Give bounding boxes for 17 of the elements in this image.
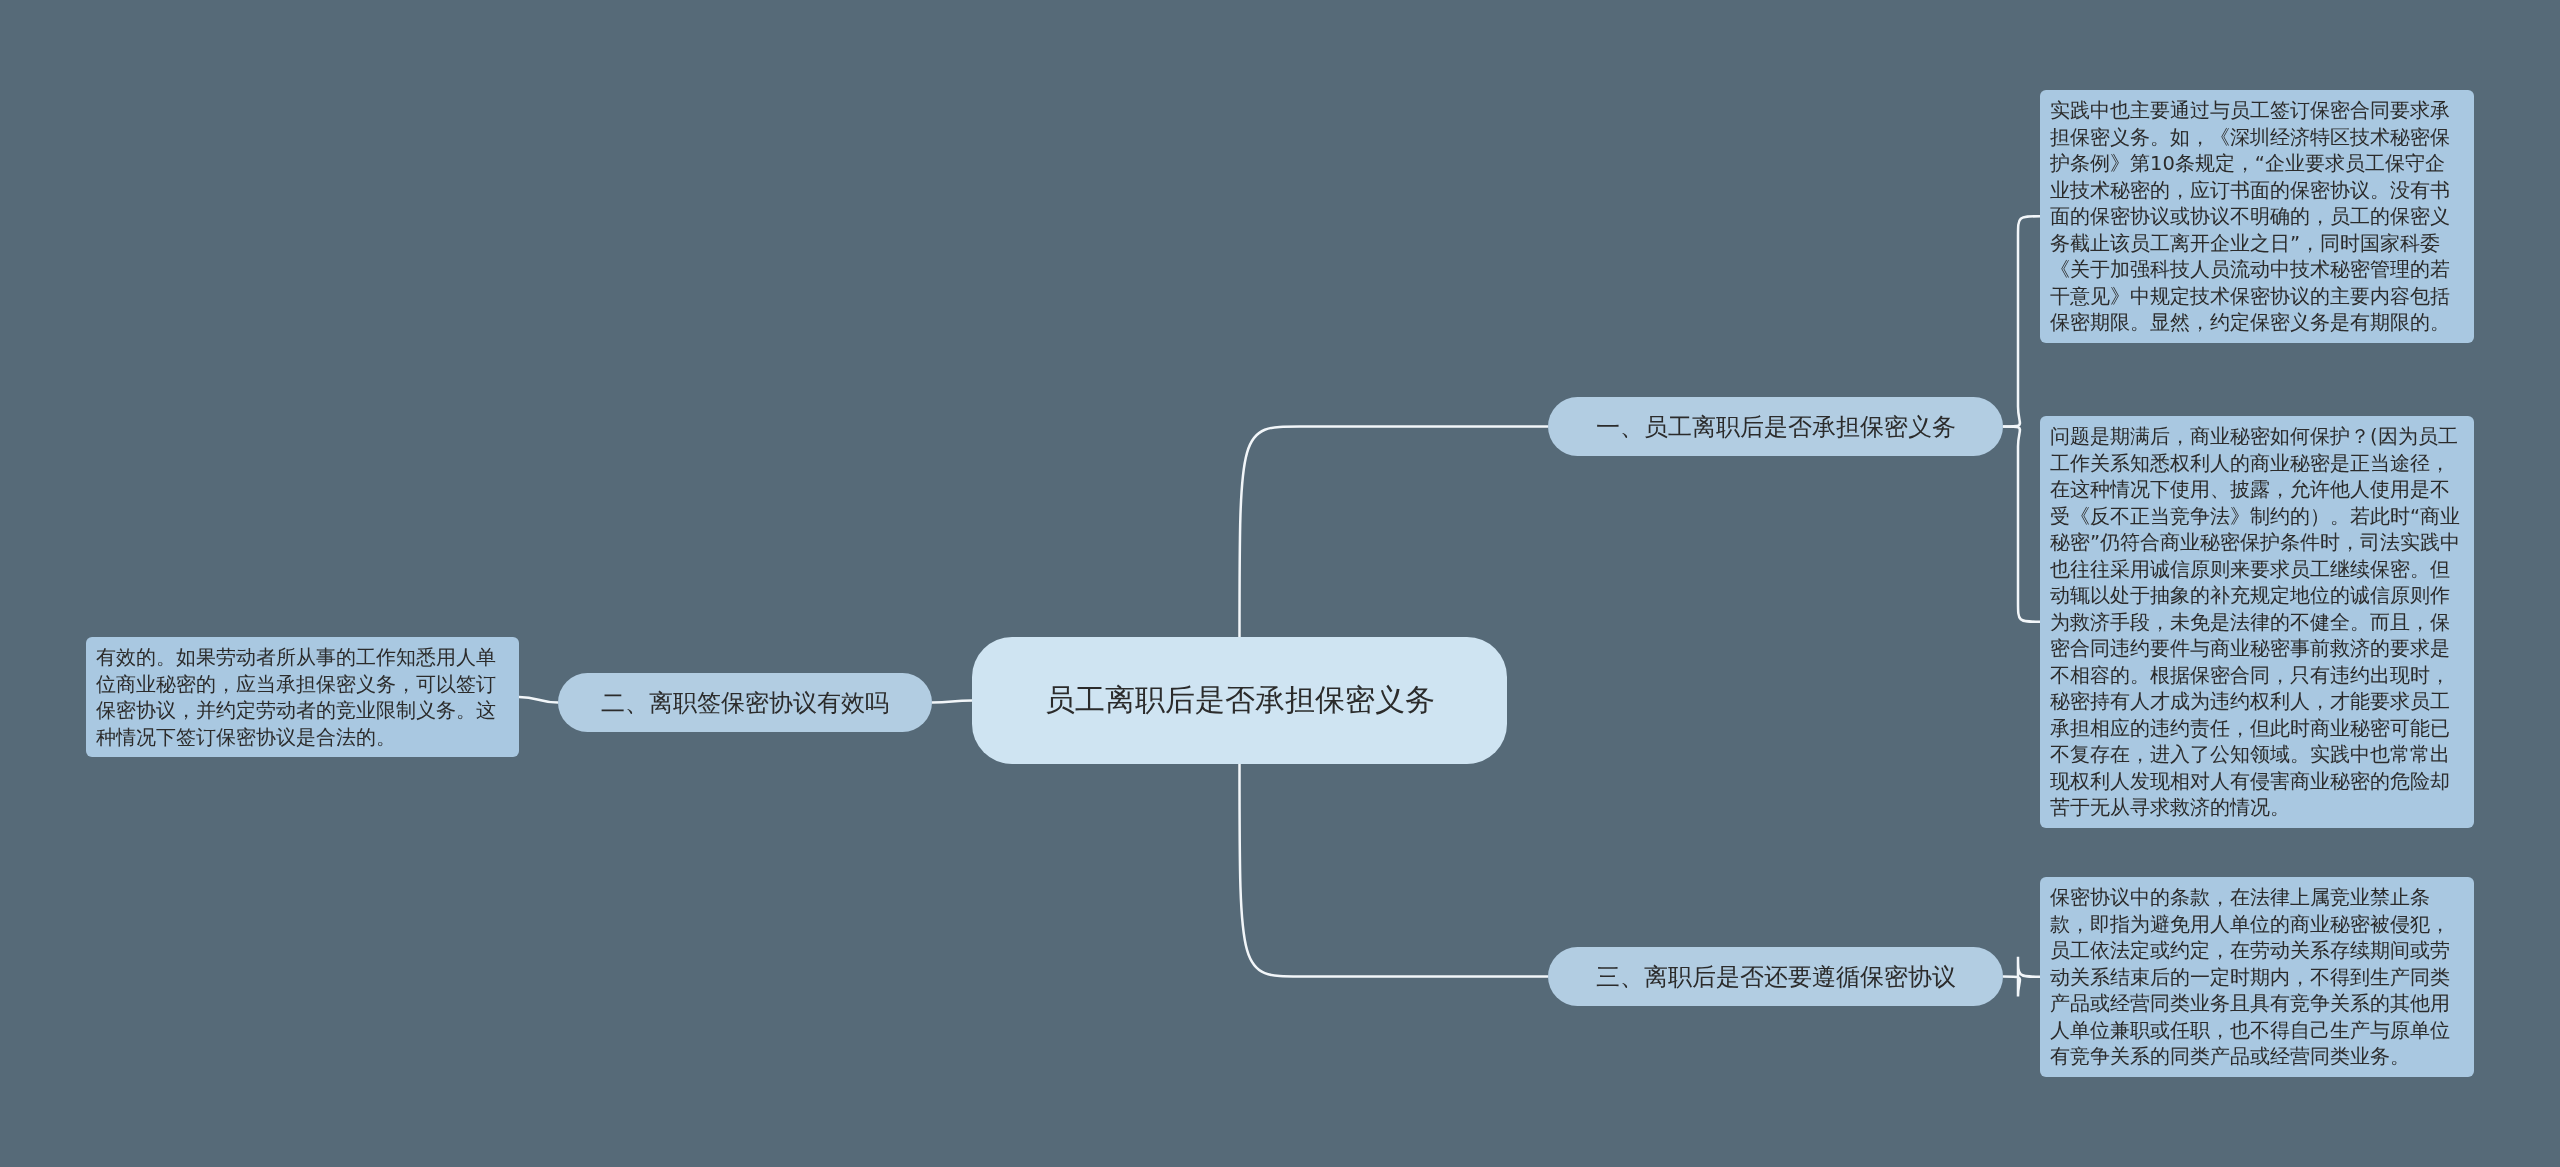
node-text: 员工离职后是否承担保密义务	[1044, 681, 1435, 720]
connector-line	[2003, 425, 2040, 623]
note-box	[2040, 877, 2474, 1077]
node-text: 实践中也主要通过与员工签订保密合同要求承担保密义务。如，《深圳经济特区技术秘密保护条例》第10条规定，“企业要求员工保守企业技术秘密的，应订书面的保密协议。没有书面的保密协议或协议不明确的，员工的保密义务截止该员工离开企业之日”，同时国家科委《关于加强科技人员流动中技术秘密管理的若干意见》中规定技术保密协议的主要内容包括保密期限。显然，约定保密义务是有期限的。	[2050, 99, 2450, 334]
node-text: 保密协议中的条款，在法律上属竞业禁止条款，即指为避免用人单位的商业秘密被侵犯，员工依法定或约定，在劳动关系存续期间或劳动关系结束后的一定时期内，不得到生产同类产品或经营同类业务且具有竞争关系的其他用人单位兼职或任职，也不得自己生产与原单位有竞争关系的同类产品或经营同类业务。	[2050, 886, 2450, 1068]
connector-line	[1238, 425, 1548, 637]
node-text: 二、离职签保密协议有效吗	[601, 687, 889, 719]
connector-line	[2003, 955, 2040, 998]
connector-line	[518, 695, 559, 704]
note-box	[86, 637, 519, 757]
central-topic	[972, 637, 1507, 764]
node-text: 一、员工离职后是否承担保密义务	[1595, 411, 1956, 443]
connector-line	[1238, 764, 1548, 978]
node-text: 有效的。如果劳动者所从事的工作知悉用人单位商业秘密的，应当承担保密义务，可以签订保密协议，并约定劳动者的竞业限制义务。这种情况下签订保密协议是合法的。	[96, 646, 496, 749]
connector-line	[932, 699, 972, 704]
node-text: 三、离职后是否还要遵循保密协议	[1595, 961, 1956, 993]
node-text: 问题是期满后，商业秘密如何保护？(因为员工工作关系知悉权利人的商业秘密是正当途径，在这种情况下使用、披露，允许他人使用是不受《反不正当竞争法》制约的）。若此时“商业秘密”仍符合商业秘密保护条件时，司法实践中也往往采用诚信原则来要求员工继续保密。但动辄以处于抽象的补充规定地位的诚信原则作为救济手段，未免是法律的不健全。而且，保密合同违约要件与商业秘密事前救济的要求是不相容的。根据保密合同，只有违约出现时，秘密持有人才成为违约权利人，才能要求员工承担相应的违约责任，但此时商业秘密可能已不复存在，进入了公知领域。实践中也常常出现权利人发现相对人有侵害商业秘密的危险却苦于无从寻求救济的情况。	[2050, 425, 2461, 819]
